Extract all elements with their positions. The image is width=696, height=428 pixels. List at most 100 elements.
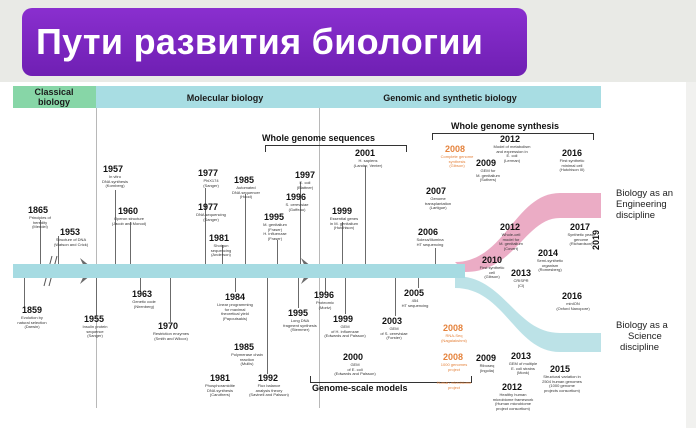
tick-1984 [235,278,236,292]
event-label: CRISPR (Cl) [513,278,529,288]
outcome-engineering-line1: Biology as an [616,188,674,199]
event-year: 1997 [295,170,316,180]
event-year: 2008 [443,352,464,362]
event-label: Genetic code (Nirenberg) [132,299,156,309]
outcome-science-line1: Biology as a [616,320,668,331]
event-year: 1955 [84,314,105,324]
tick-1970 [170,278,171,322]
event-year: 1960 [118,206,139,216]
tick-1955 [96,278,97,316]
event-year: 1995 [288,308,309,318]
event-year: 2013 [511,351,532,361]
event-label: Healthy human microbiome framework (Huma… [492,392,534,411]
event-label: 1000 genomes project [440,362,468,372]
event-label: Operon structure (Jacob and Monod) [111,216,147,226]
bracket-sequences [265,145,407,152]
outcome-science-line2: Science [628,331,662,342]
event-year: 2008 [443,323,464,333]
event-label: Phosphoramidite DNA synthesis (Caruthers… [204,383,236,398]
engineering-branch [455,193,601,272]
event-year: 2017 [570,222,591,232]
tick-1859 [24,278,25,308]
event-year: 1970 [158,321,179,331]
event-year: 2012 [502,382,523,392]
event-label: E. coli (Blattner) [296,180,314,190]
tick-1981-top [222,245,223,264]
event-year: 1953 [60,227,81,237]
event-year: 1985 [234,342,255,352]
tick-1985-top [245,194,246,264]
science-branch [455,276,601,352]
tick-1977a [205,188,206,264]
event-year: 1996 [286,192,307,202]
event-label: Essential genes in M. genitalium (Hutchi… [329,216,359,231]
event-label: Shotgun sequencing (Anderson) [210,243,232,258]
event-label: First synthetic cell (Gibson) [479,265,505,280]
event-label: Restriction enzymes (Smith and Wilcox) [152,331,189,341]
event-label: Semi-synthetic organism (Romesberg) [536,258,564,273]
event-label: RNA-Seq (Nagalakshmi) [441,333,467,343]
event-label: Complete genome synthesis (Gibson) [440,154,474,169]
section-genome-scale-models: Genome-scale models [312,383,408,393]
right-border [686,82,696,428]
era-label-genomic: Genomic and synthetic biology [383,93,517,103]
tick-2001 [365,166,366,264]
event-label: H. sapiens (Lander, Venter) [353,158,383,168]
tick-1996 [325,278,326,292]
outcome-engineering-line3: discipline [616,210,656,221]
event-year: 1957 [103,164,124,174]
event-year: 2012 [500,134,521,144]
era-bar-classical [13,86,96,108]
event-label: GEM of E. coli (Edwards and Palsson) [334,362,376,377]
event-year: 2006 [418,227,439,237]
event-label: 454 HT sequencing [401,298,429,308]
event-year: 2010 [482,255,503,265]
tick-1995-top [277,240,278,264]
event-year: 1992 [258,373,279,383]
bracket-models [310,376,472,383]
tick-1997 [300,182,301,264]
event-year: 1995 [264,212,285,222]
event-label: GEM for M. genitalium (Suthers) [476,168,500,183]
tick-1999-top [342,222,343,264]
event-year: 1963 [132,289,153,299]
event-label: minION (Oxford Nanopore) [556,301,590,311]
section-whole-genome-sequences: Whole genome sequences [262,133,376,143]
tick-1963 [140,278,141,292]
tick-1953 [58,236,59,264]
event-year: 2016 [562,148,583,158]
event-label: Structural variation in 2504 human genom… [542,374,582,393]
event-year: 1865 [28,205,49,215]
event-label: M. genitalium (Fraser) H. influenzae (Fr… [263,222,287,241]
event-label: Linear programming for maximal theoretic… [217,302,253,321]
era-bar-molecular-genomic [96,86,601,108]
event-label: Flux balance analysis theory (Savinell a… [249,383,289,398]
slide-title: Пути развития биологии [22,8,527,76]
event-year: 1996 [314,290,335,300]
event-year: 2009 [476,353,497,363]
event-label: Solexa/Illumina HT sequencing [416,237,444,247]
event-year: 2005 [404,288,425,298]
tick-1865 [40,220,41,264]
event-year: 2008 [445,144,466,154]
event-label: GEM of S. cerevisiae (Forster) [380,326,408,341]
event-year: 1984 [225,292,246,302]
event-label: Automated DNA sequencer (Hood) [231,185,260,200]
event-label: Insulin protein sequence (Sanger) [82,324,108,339]
era-label-classical: Classical biology [34,87,74,107]
event-year: 2015 [550,364,571,374]
tick-1999-bottom [345,278,346,314]
event-label: Genome transplantation (Lartigue) [424,196,452,211]
event-year: 1981 [210,373,231,383]
event-label: First synthetic minimal cell (Hutchison … [559,158,585,173]
event-label: PhiX174 (Sanger) [203,178,219,188]
outcome-engineering-line2: Engineering [616,199,667,210]
event-year: 2001 [355,148,376,158]
event-label: GEM of H. influenzae (Edwards and Palsso… [324,324,366,339]
event-year: 1985 [234,175,255,185]
event-label: Polymerase chain reaction (Mullis) [231,352,263,367]
event-label: GEM of multiple E. coli strains (Monk) [508,361,538,376]
event-year: 1999 [332,206,353,216]
event-year: 2012 [500,222,521,232]
tick-1960 [130,222,131,264]
